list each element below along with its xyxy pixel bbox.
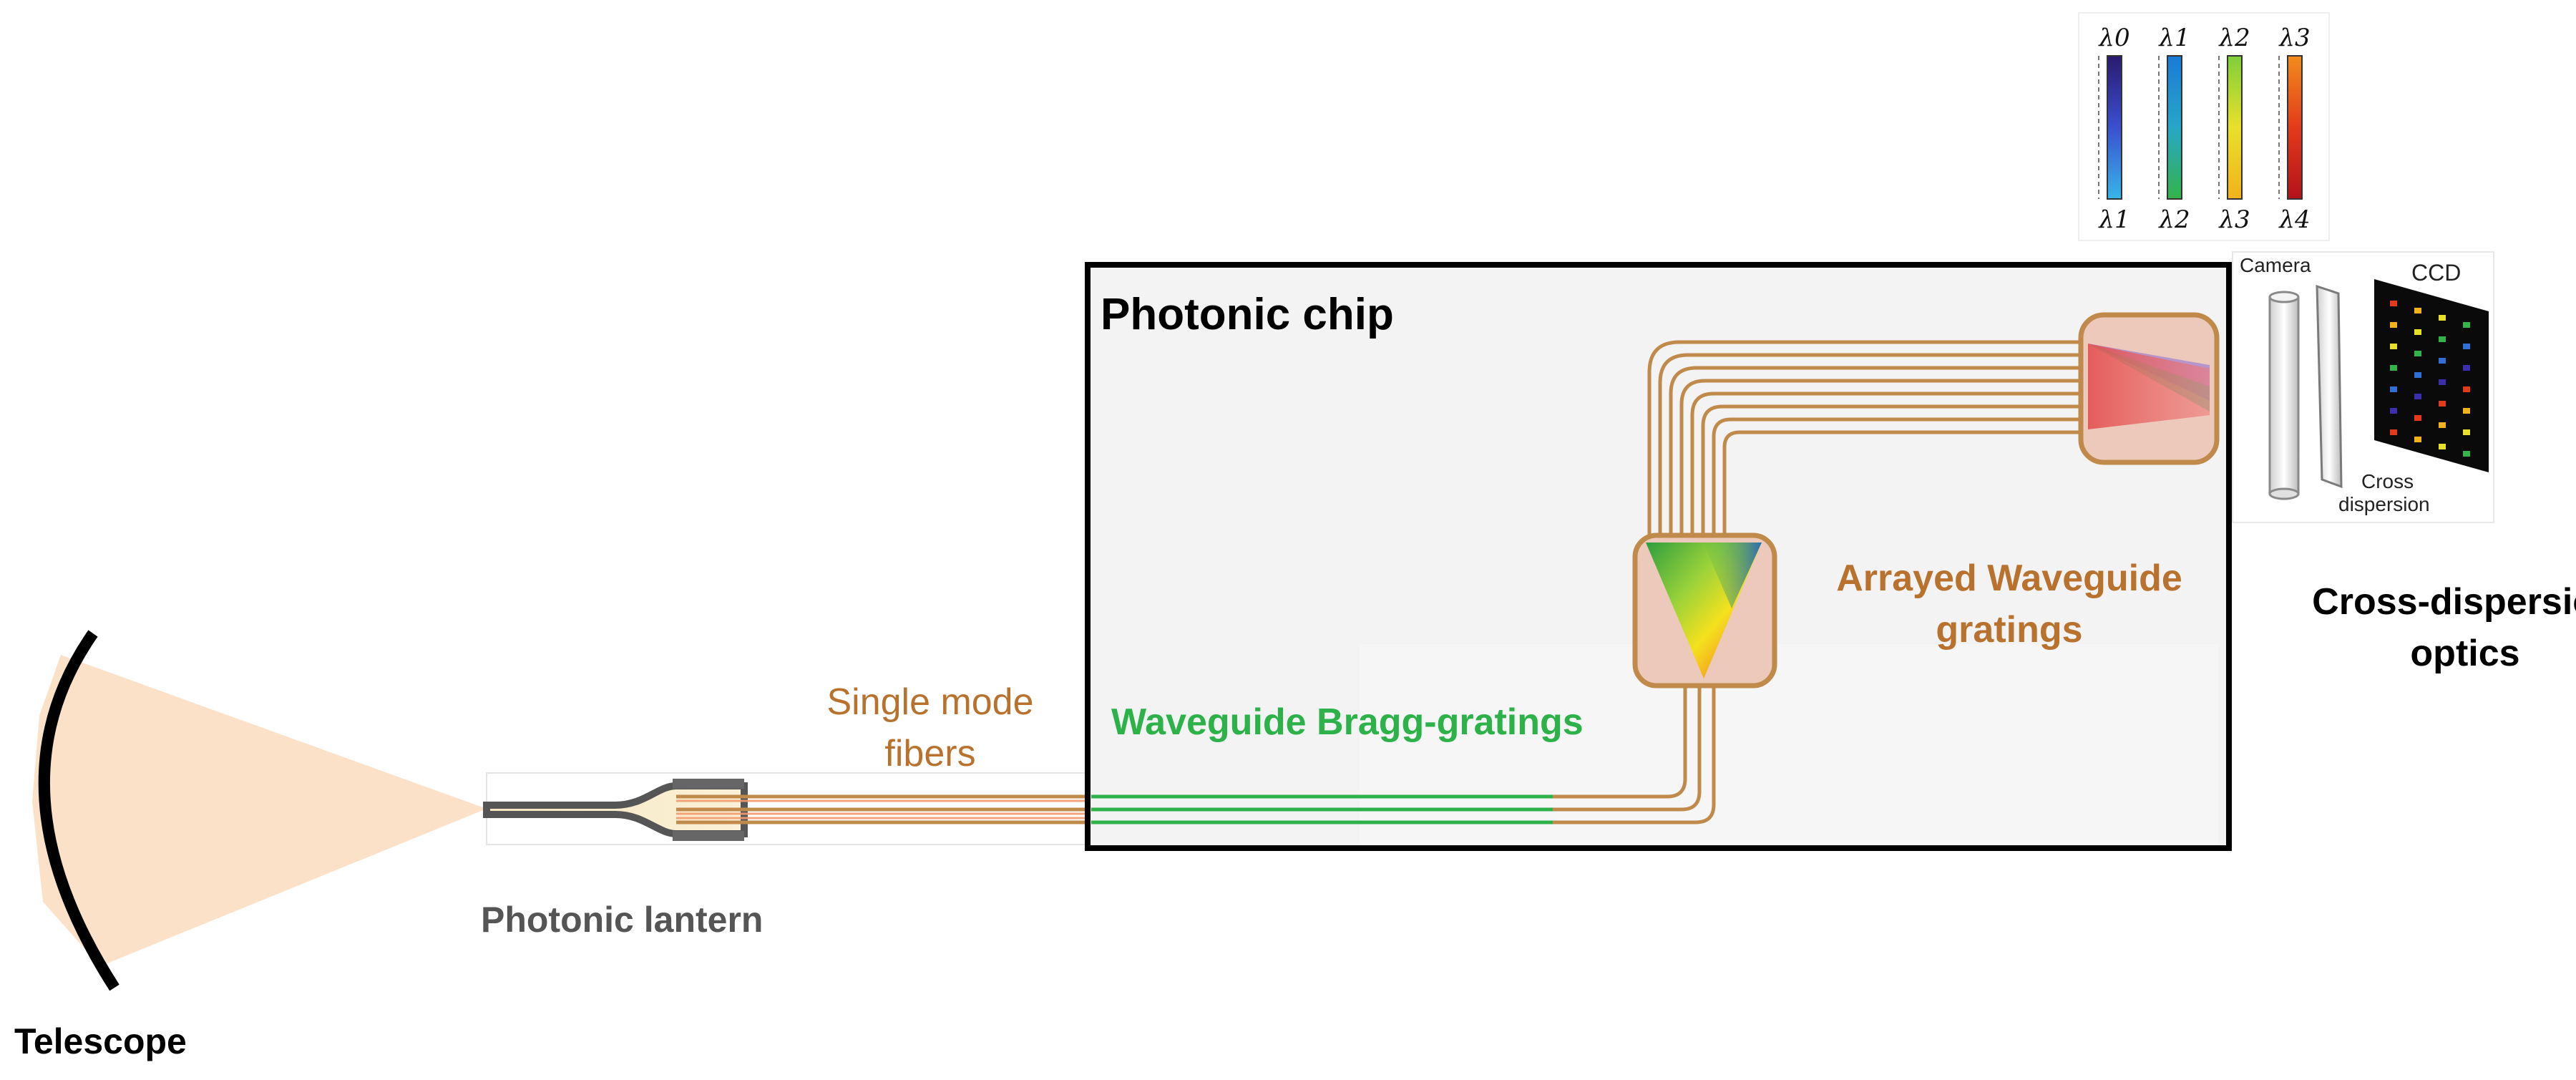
wavelength-bands-inset: λ0 λ1 λ1 λ2 λ2 λ3 λ3 λ4 [2078, 12, 2330, 241]
ccd-spot [2390, 344, 2397, 349]
single-mode-fibers-label-1: Single mode [826, 681, 1033, 723]
waveguide-bragg-label: Waveguide Bragg-gratings [1111, 701, 1584, 743]
ccd-spot [2414, 437, 2421, 442]
ccd-spot [2463, 408, 2470, 414]
wavelength-band-bar [2167, 55, 2182, 200]
cross-dispersion-optics-label-1: Cross-dispersion [2312, 581, 2576, 623]
ccd-spot [2439, 358, 2446, 364]
ccd-spot [2414, 308, 2421, 313]
ccd-spot [2439, 379, 2446, 385]
ccd-spot [2390, 386, 2397, 392]
band-bottom-label: λ3 [2218, 205, 2250, 234]
ccd-spot [2390, 322, 2397, 328]
awg-element [2078, 312, 2220, 465]
ccd-spot [2439, 336, 2446, 342]
ccd-sensor [2374, 279, 2489, 472]
telescope: Telescope [14, 630, 487, 1061]
band-top-label: λ2 [2218, 24, 2250, 52]
ccd-spot [2414, 415, 2421, 421]
wavelength-band-bar [2107, 55, 2122, 200]
ccd-spot [2463, 344, 2470, 349]
ccd-spot [2390, 301, 2397, 306]
single-mode-fibers: Single mode fibers [676, 681, 1091, 824]
band-bottom-label: λ4 [2278, 205, 2310, 234]
ccd-label: CCD [2411, 260, 2461, 286]
ccd-spot [2463, 386, 2470, 392]
ccd-spot [2463, 451, 2470, 457]
dispersive-element [1632, 532, 1777, 689]
cross-dispersion-inset: Camera CCD Cross dispersion Cross-disper… [2232, 251, 2576, 674]
ccd-spot [2390, 365, 2397, 371]
photonic-chip-label: Photonic chip [1101, 290, 1394, 339]
light-beam [32, 655, 487, 966]
cross-dispersion-prism [2316, 284, 2343, 489]
telescope-label: Telescope [14, 1021, 187, 1061]
ccd-spot [2390, 429, 2397, 435]
ccd-spot [2414, 329, 2421, 335]
ccd-spot [2463, 429, 2470, 435]
telescope-mirror [38, 630, 119, 991]
band-top-label: λ3 [2278, 24, 2310, 52]
awg-label-1: Arrayed Waveguide [1836, 558, 2182, 599]
ccd-spot [2463, 322, 2470, 328]
band-top-label: λ0 [2097, 24, 2129, 52]
bragg-grating-waveguides [1091, 794, 1553, 824]
camera-lens [2268, 291, 2300, 500]
ccd-spot [2439, 444, 2446, 449]
ccd-spot [2414, 394, 2421, 399]
ccd-spot [2463, 365, 2470, 371]
ccd-spot [2390, 408, 2397, 414]
photonic-chip: Photonic chip Waveguide Bragg-gratings [1085, 262, 2232, 851]
cross-dispersion-optics-label-2: optics [2410, 633, 2519, 674]
ccd-spot [2439, 422, 2446, 428]
cross-label-1: Cross [2361, 470, 2414, 492]
ccd-spot [2439, 401, 2446, 407]
photonic-lantern-label: Photonic lantern [481, 900, 763, 940]
ccd-spot [2414, 351, 2421, 356]
awg-label-2: gratings [1936, 609, 2082, 651]
camera-label: Camera [2240, 254, 2311, 276]
ccd-spot [2414, 372, 2421, 378]
wavelength-band-bar [2287, 55, 2303, 200]
band-top-label: λ1 [2157, 24, 2190, 52]
ccd-spot [2439, 315, 2446, 321]
wavelength-band-bar [2227, 55, 2243, 200]
band-bottom-label: λ1 [2097, 205, 2129, 234]
cross-label-2: dispersion [2338, 493, 2430, 515]
band-bottom-label: λ2 [2157, 205, 2190, 234]
awg-waveguide-bundle [1647, 340, 2082, 535]
single-mode-fibers-label-2: fibers [884, 733, 975, 774]
